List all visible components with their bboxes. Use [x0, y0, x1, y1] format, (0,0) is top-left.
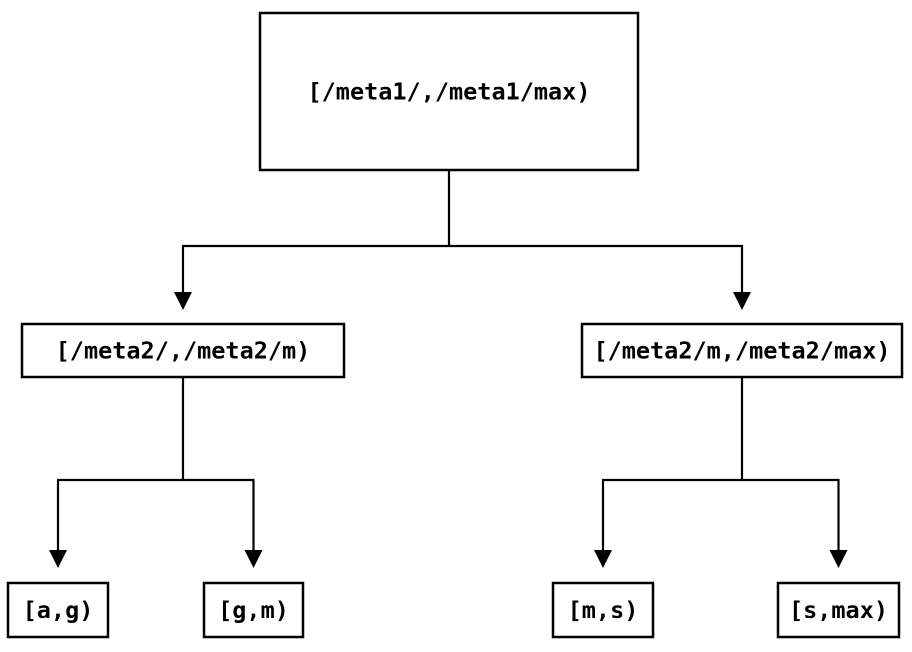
arrow-down-icon	[733, 292, 751, 310]
tree-node-root: [/meta1/,/meta1/max)	[258, 11, 640, 172]
tree-node-leaf-gm: [g,m)	[202, 581, 305, 639]
node-label: [/meta1/,/meta1/max)	[308, 78, 591, 106]
node-label: [g,m)	[218, 596, 289, 624]
node-box	[6, 581, 110, 639]
node-label: [a,g)	[23, 596, 94, 624]
node-box	[258, 11, 640, 172]
arrow-down-icon	[174, 292, 192, 310]
node-box	[776, 581, 901, 639]
node-box	[20, 322, 346, 379]
edge-group-right	[594, 377, 848, 568]
node-box	[580, 322, 904, 379]
tree-node-leaf-smax: [s,max)	[776, 581, 901, 639]
node-box	[551, 581, 655, 639]
node-label: [m,s)	[568, 596, 639, 624]
arrow-down-icon	[829, 550, 848, 568]
arrow-down-icon	[594, 550, 612, 568]
arrow-down-icon	[49, 550, 67, 568]
node-label: [s,max)	[789, 596, 888, 624]
arrow-down-icon	[244, 550, 263, 568]
edge-group-left	[49, 377, 263, 568]
edge-group-root	[174, 170, 751, 310]
tree-node-leaf-ag: [a,g)	[6, 581, 110, 639]
tree-node-right: [/meta2/m,/meta2/max)	[580, 322, 904, 379]
tree-node-leaf-ms: [m,s)	[551, 581, 655, 639]
node-box	[202, 581, 305, 639]
node-label: [/meta2/,/meta2/m)	[56, 337, 311, 365]
node-label: [/meta2/m,/meta2/max)	[593, 337, 890, 365]
tree-node-left: [/meta2/,/meta2/m)	[20, 322, 346, 379]
